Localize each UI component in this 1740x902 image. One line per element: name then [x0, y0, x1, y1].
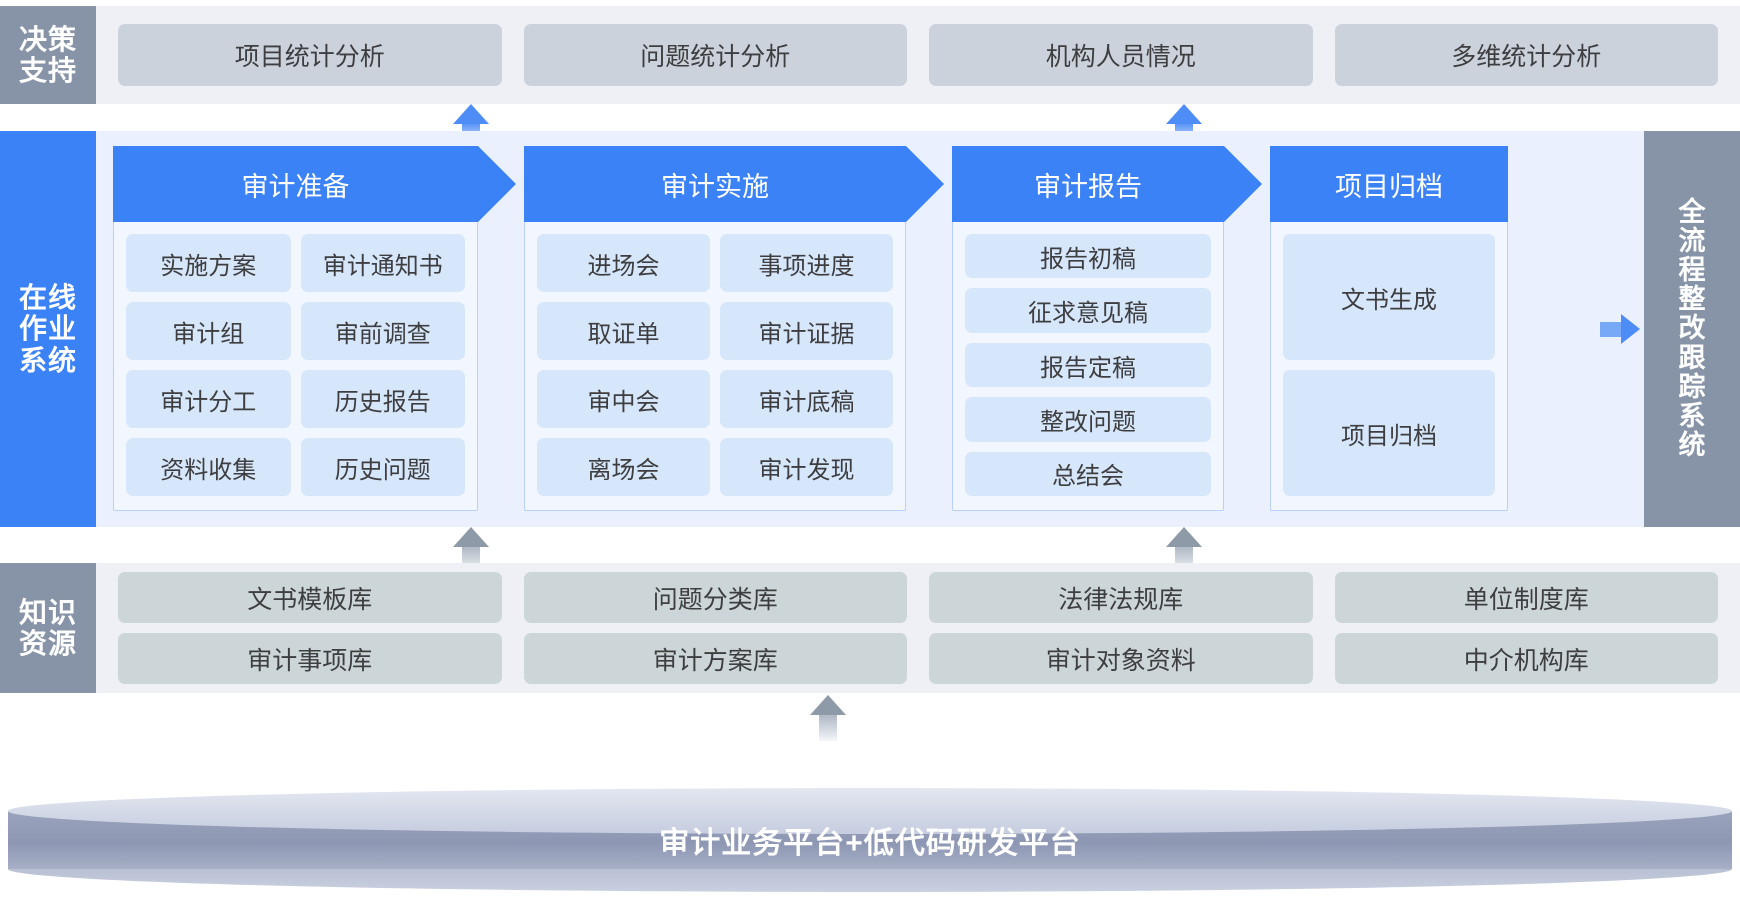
platform-base: 审计业务平台+低代码研发平台 [8, 788, 1732, 892]
stage-column: 报告初稿 征求意见稿 报告定稿 整改问题 总结会 [965, 234, 1211, 497]
stage-audit-report-title: 审计报告 [952, 146, 1262, 222]
tracking-label-char-4: 整 [1678, 284, 1706, 315]
arrow-shaft [819, 713, 837, 741]
stage-list: 审计准备 实施方案 审计组 审计分工 资料收集 审计通知书 审前调查 历史报告 … [113, 146, 1726, 511]
leaf-summary-meeting[interactable]: 总结会 [965, 451, 1211, 497]
decision-support-label: 决策 支持 [0, 6, 96, 104]
knowledge-resources-band: 知识 资源 文书模板库 问题分类库 法律法规库 单位制度库 审计事项库 审计方案… [0, 563, 1740, 693]
arrow-head [1166, 527, 1202, 547]
tracking-label-char-6: 跟 [1678, 342, 1706, 373]
leaf-evidence-form[interactable]: 取证单 [537, 302, 710, 360]
arrow-shaft [1600, 322, 1622, 337]
tracking-label-char-5: 改 [1678, 313, 1706, 344]
decision-card-project-statistics[interactable]: 项目统计分析 [118, 24, 502, 86]
decision-card-issue-statistics[interactable]: 问题统计分析 [523, 24, 907, 86]
stage-audit-preparation-body: 实施方案 审计组 审计分工 资料收集 审计通知书 审前调查 历史报告 历史问题 [114, 222, 477, 510]
arrow-right-icon-to-tracking-system [1600, 314, 1640, 344]
arrow-head [453, 104, 489, 124]
decision-card-org-personnel[interactable]: 机构人员情况 [929, 24, 1313, 86]
leaf-audit-notice[interactable]: 审计通知书 [300, 234, 465, 292]
decision-support-card-track: 项目统计分析 问题统计分析 机构人员情况 多维统计分析 [96, 6, 1740, 104]
leaf-rectification-issues[interactable]: 整改问题 [965, 397, 1211, 442]
knowledge-card-issue-category-library[interactable]: 问题分类库 [523, 572, 907, 623]
stage-column: 事项进度 审计证据 审计底稿 审计发现 [720, 234, 893, 496]
platform-top-ellipse [8, 788, 1732, 834]
knowledge-label-line-2: 资源 [18, 628, 77, 659]
platform-label: 审计业务平台+低代码研发平台 [659, 827, 1081, 860]
leaf-pre-audit-survey[interactable]: 审前调查 [300, 302, 465, 360]
leaf-data-collection[interactable]: 资料收集 [126, 438, 291, 496]
tracking-label-char-1: 全 [1678, 196, 1706, 227]
knowledge-card-audit-matter-library[interactable]: 审计事项库 [118, 633, 502, 684]
stage-audit-report[interactable]: 审计报告 报告初稿 征求意见稿 报告定稿 整改问题 总结会 [952, 146, 1262, 511]
knowledge-card-audit-subject-data[interactable]: 审计对象资料 [929, 633, 1313, 684]
knowledge-card-document-template-library[interactable]: 文书模板库 [118, 572, 502, 623]
stage-project-archiving[interactable]: 项目归档 文书生成 项目归档 [1270, 146, 1508, 511]
leaf-mid-audit-meeting[interactable]: 审中会 [537, 370, 710, 428]
knowledge-card-institution-policy-library[interactable]: 单位制度库 [1334, 572, 1718, 623]
knowledge-card-laws-regulations-library[interactable]: 法律法规库 [929, 572, 1313, 623]
leaf-historical-issues[interactable]: 历史问题 [300, 438, 465, 496]
online-operating-system-band: 在线 作业 系统 审计准备 实施方案 审计组 审计分工 资料收集 审计通知书 审… [0, 131, 1740, 527]
stage-audit-preparation-title: 审计准备 [113, 146, 516, 222]
leaf-implementation-plan[interactable]: 实施方案 [126, 234, 291, 292]
stage-audit-preparation[interactable]: 审计准备 实施方案 审计组 审计分工 资料收集 审计通知书 审前调查 历史报告 … [113, 146, 516, 511]
leaf-historical-reports[interactable]: 历史报告 [300, 370, 465, 428]
stage-audit-report-body: 报告初稿 征求意见稿 报告定稿 整改问题 总结会 [953, 222, 1223, 510]
arrow-head [453, 527, 489, 547]
leaf-project-archiving[interactable]: 项目归档 [1283, 370, 1495, 496]
knowledge-card-intermediary-agency-library[interactable]: 中介机构库 [1334, 633, 1718, 684]
arrow-head [1621, 314, 1640, 344]
stage-project-archiving-title: 项目归档 [1270, 146, 1508, 222]
leaf-audit-division[interactable]: 审计分工 [126, 370, 291, 428]
arrow-up-icon-to-knowledge [810, 695, 846, 741]
leaf-audit-team[interactable]: 审计组 [126, 302, 291, 360]
online-operating-system-label: 在线 作业 系统 [0, 131, 96, 527]
stage-column: 审计通知书 审前调查 历史报告 历史问题 [300, 234, 465, 496]
online-label-line-3: 系统 [18, 344, 77, 376]
stage-track: 审计准备 实施方案 审计组 审计分工 资料收集 审计通知书 审前调查 历史报告 … [96, 131, 1740, 527]
leaf-exit-meeting[interactable]: 离场会 [537, 438, 710, 496]
stage-column: 文书生成 项目归档 [1283, 234, 1495, 496]
leaf-final-report[interactable]: 报告定稿 [965, 342, 1211, 388]
tracking-label-char-8: 系 [1678, 400, 1706, 431]
stage-column: 进场会 取证单 审中会 离场会 [537, 234, 710, 496]
leaf-report-draft[interactable]: 报告初稿 [965, 234, 1211, 279]
tracking-label-char-3: 程 [1678, 255, 1706, 286]
tracking-label-char-2: 流 [1678, 225, 1706, 256]
stage-column: 实施方案 审计组 审计分工 资料收集 [126, 234, 291, 496]
tracking-label-char-7: 踪 [1678, 371, 1706, 402]
leaf-matter-progress[interactable]: 事项进度 [720, 234, 893, 292]
knowledge-card-track: 文书模板库 问题分类库 法律法规库 单位制度库 审计事项库 审计方案库 审计对象… [96, 563, 1740, 693]
decision-support-label-line-1: 决策 [18, 23, 77, 55]
knowledge-row: 审计事项库 审计方案库 审计对象资料 中介机构库 [118, 633, 1718, 684]
leaf-document-generation[interactable]: 文书生成 [1283, 234, 1495, 360]
decision-support-band: 决策 支持 项目统计分析 问题统计分析 机构人员情况 多维统计分析 [0, 6, 1740, 104]
knowledge-card-audit-plan-library[interactable]: 审计方案库 [523, 633, 907, 684]
leaf-audit-working-paper[interactable]: 审计底稿 [720, 370, 893, 428]
stage-audit-execution-body: 进场会 取证单 审中会 离场会 事项进度 审计证据 审计底稿 审计发现 [525, 222, 905, 510]
stage-audit-execution[interactable]: 审计实施 进场会 取证单 审中会 离场会 事项进度 审计证据 审计底稿 审计发现 [524, 146, 944, 511]
leaf-entry-meeting[interactable]: 进场会 [537, 234, 710, 292]
decision-support-label-line-2: 支持 [18, 55, 77, 86]
online-label-line-1: 在线 [18, 281, 77, 313]
arrow-head [810, 695, 846, 715]
leaf-audit-evidence[interactable]: 审计证据 [720, 302, 893, 360]
knowledge-resources-label: 知识 资源 [0, 563, 96, 693]
arrow-head [1166, 104, 1202, 124]
leaf-consultation-draft[interactable]: 征求意见稿 [965, 288, 1211, 333]
rectification-tracking-system-label: 全 流 程 整 改 跟 踪 系 统 [1644, 131, 1740, 527]
stage-project-archiving-body: 文书生成 项目归档 [1271, 222, 1507, 510]
stage-audit-execution-title: 审计实施 [524, 146, 944, 222]
online-label-line-2: 作业 [18, 313, 77, 345]
knowledge-label-line-1: 知识 [18, 596, 77, 628]
tracking-label-char-9: 统 [1678, 430, 1706, 461]
decision-card-multidimensional-statistics[interactable]: 多维统计分析 [1334, 24, 1718, 86]
knowledge-row: 文书模板库 问题分类库 法律法规库 单位制度库 [118, 572, 1718, 623]
leaf-audit-findings[interactable]: 审计发现 [720, 438, 893, 496]
